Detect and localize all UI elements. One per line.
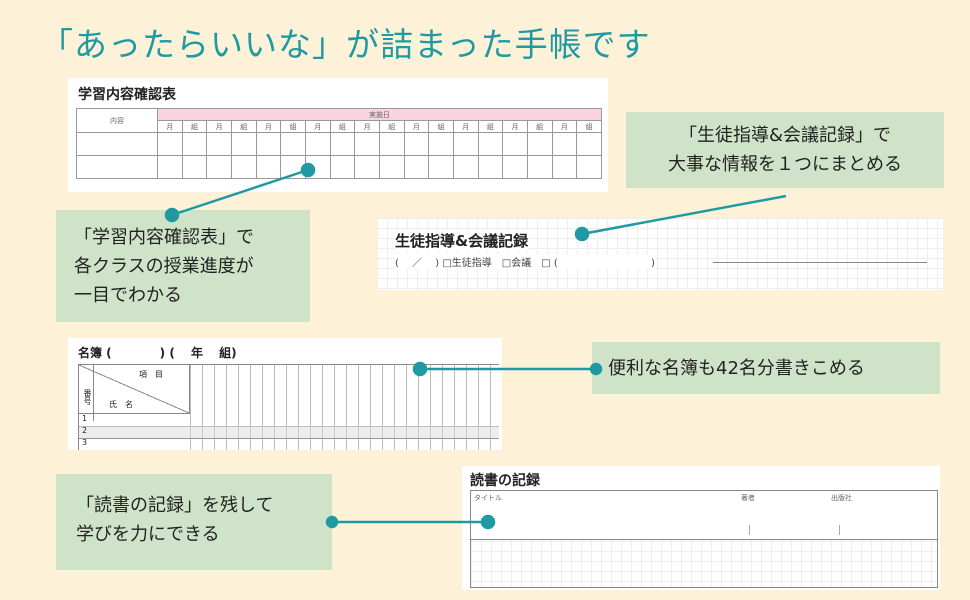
roster-connector-end-dot: [589, 362, 603, 376]
study-table-cell: [526, 155, 553, 179]
study-table-cell: [157, 132, 183, 156]
callout-text: 「学習内容確認表」で 各クラスの授業進度が 一目でわかる: [74, 227, 254, 306]
class-roster-preview: 名簿 ( ) ( 年 組) 番号 項 目 氏 名 1 2 3: [68, 338, 502, 450]
page-title: 「あったらいいな」が詰まった手帳です: [40, 25, 651, 64]
callout-text: 「読書の記録」を残して 学びを力にできる: [76, 495, 274, 545]
study-connector-start-dot: [164, 207, 180, 223]
roster-number-label: 番号: [79, 365, 94, 421]
study-table-cell: [452, 155, 479, 179]
reading-record-header-row: タイトル 著者 出版社: [471, 491, 937, 540]
roster-grid: 番号 項 目 氏 名 1 2 3: [78, 364, 499, 450]
title-column-label: タイトル: [474, 494, 502, 502]
study-connector-line: [171, 168, 309, 217]
study-table-cell: [551, 155, 578, 179]
study-table-cell: [378, 155, 405, 179]
column-divider: [749, 525, 750, 535]
study-table-cell: [206, 155, 232, 179]
reading-connector-start-dot: [325, 515, 339, 529]
guidance-record-rule: [713, 262, 927, 263]
reading-record-preview: 読書の記録 タイトル 著者 出版社: [462, 466, 940, 590]
study-table-cell: [329, 155, 356, 179]
study-table-cell: [181, 155, 208, 179]
column-divider: [839, 525, 840, 535]
study-table-cell: [76, 155, 158, 179]
publisher-column-label: 出版社: [831, 494, 852, 502]
roster-connector-start-dot: [412, 361, 428, 377]
study-table-cell: [230, 155, 257, 179]
roster-header-cell: [79, 365, 190, 414]
study-content-sheet-preview: 学習内容確認表 内容 実施日 月組月組月組月組月組月組月組月組月組: [68, 78, 608, 192]
guidance-connector-dot: [574, 226, 590, 242]
guidance-meeting-record-preview: 生徒指導&会議記録 ( ／ ) □生徒指導 □会議 □ ( ): [377, 218, 943, 290]
study-sheet-callout: 「学習内容確認表」で 各クラスの授業進度が 一目でわかる: [56, 210, 310, 322]
roster-name-label: 氏 名: [109, 400, 133, 409]
callout-text: 「生徒指導&会議記録」で 大事な情報を１つにまとめる: [668, 125, 902, 175]
study-table-cell: [576, 155, 602, 179]
guidance-record-heading: 生徒指導&会議記録: [395, 230, 529, 251]
roster-item-label: 項 目: [139, 370, 163, 379]
study-table-cell: [206, 132, 232, 156]
guidance-record-checkboxes: ( ／ ) □生徒指導 □会議 □ ( ): [395, 254, 655, 269]
callout-text: 便利な名簿も42名分書きこめる: [608, 358, 865, 379]
study-sheet-heading: 学習内容確認表: [78, 87, 176, 103]
table-row: 3: [79, 438, 499, 450]
roster-heading: 名簿 ( ) ( 年 組): [78, 346, 237, 360]
reading-record-callout: 「読書の記録」を残して 学びを力にできる: [56, 474, 332, 570]
guidance-connector-line: [581, 194, 787, 236]
reading-connector-end-dot: [480, 514, 496, 530]
reading-record-heading: 読書の記録: [470, 473, 540, 489]
reading-record-form: タイトル 著者 出版社: [470, 490, 938, 588]
table-row: 2: [79, 426, 499, 439]
study-table-cell: [255, 132, 282, 156]
study-sheet-table: 内容 実施日 月組月組月組月組月組月組月組月組月組: [76, 108, 602, 179]
guidance-record-callout: 「生徒指導&会議記録」で 大事な情報を１つにまとめる: [626, 112, 944, 188]
study-table-cell: [576, 132, 602, 156]
roster-callout: 便利な名簿も42名分書きこめる: [592, 342, 940, 394]
author-column-label: 著者: [741, 494, 755, 502]
study-table-cell: [157, 155, 183, 179]
study-connector-end-dot: [300, 162, 316, 178]
